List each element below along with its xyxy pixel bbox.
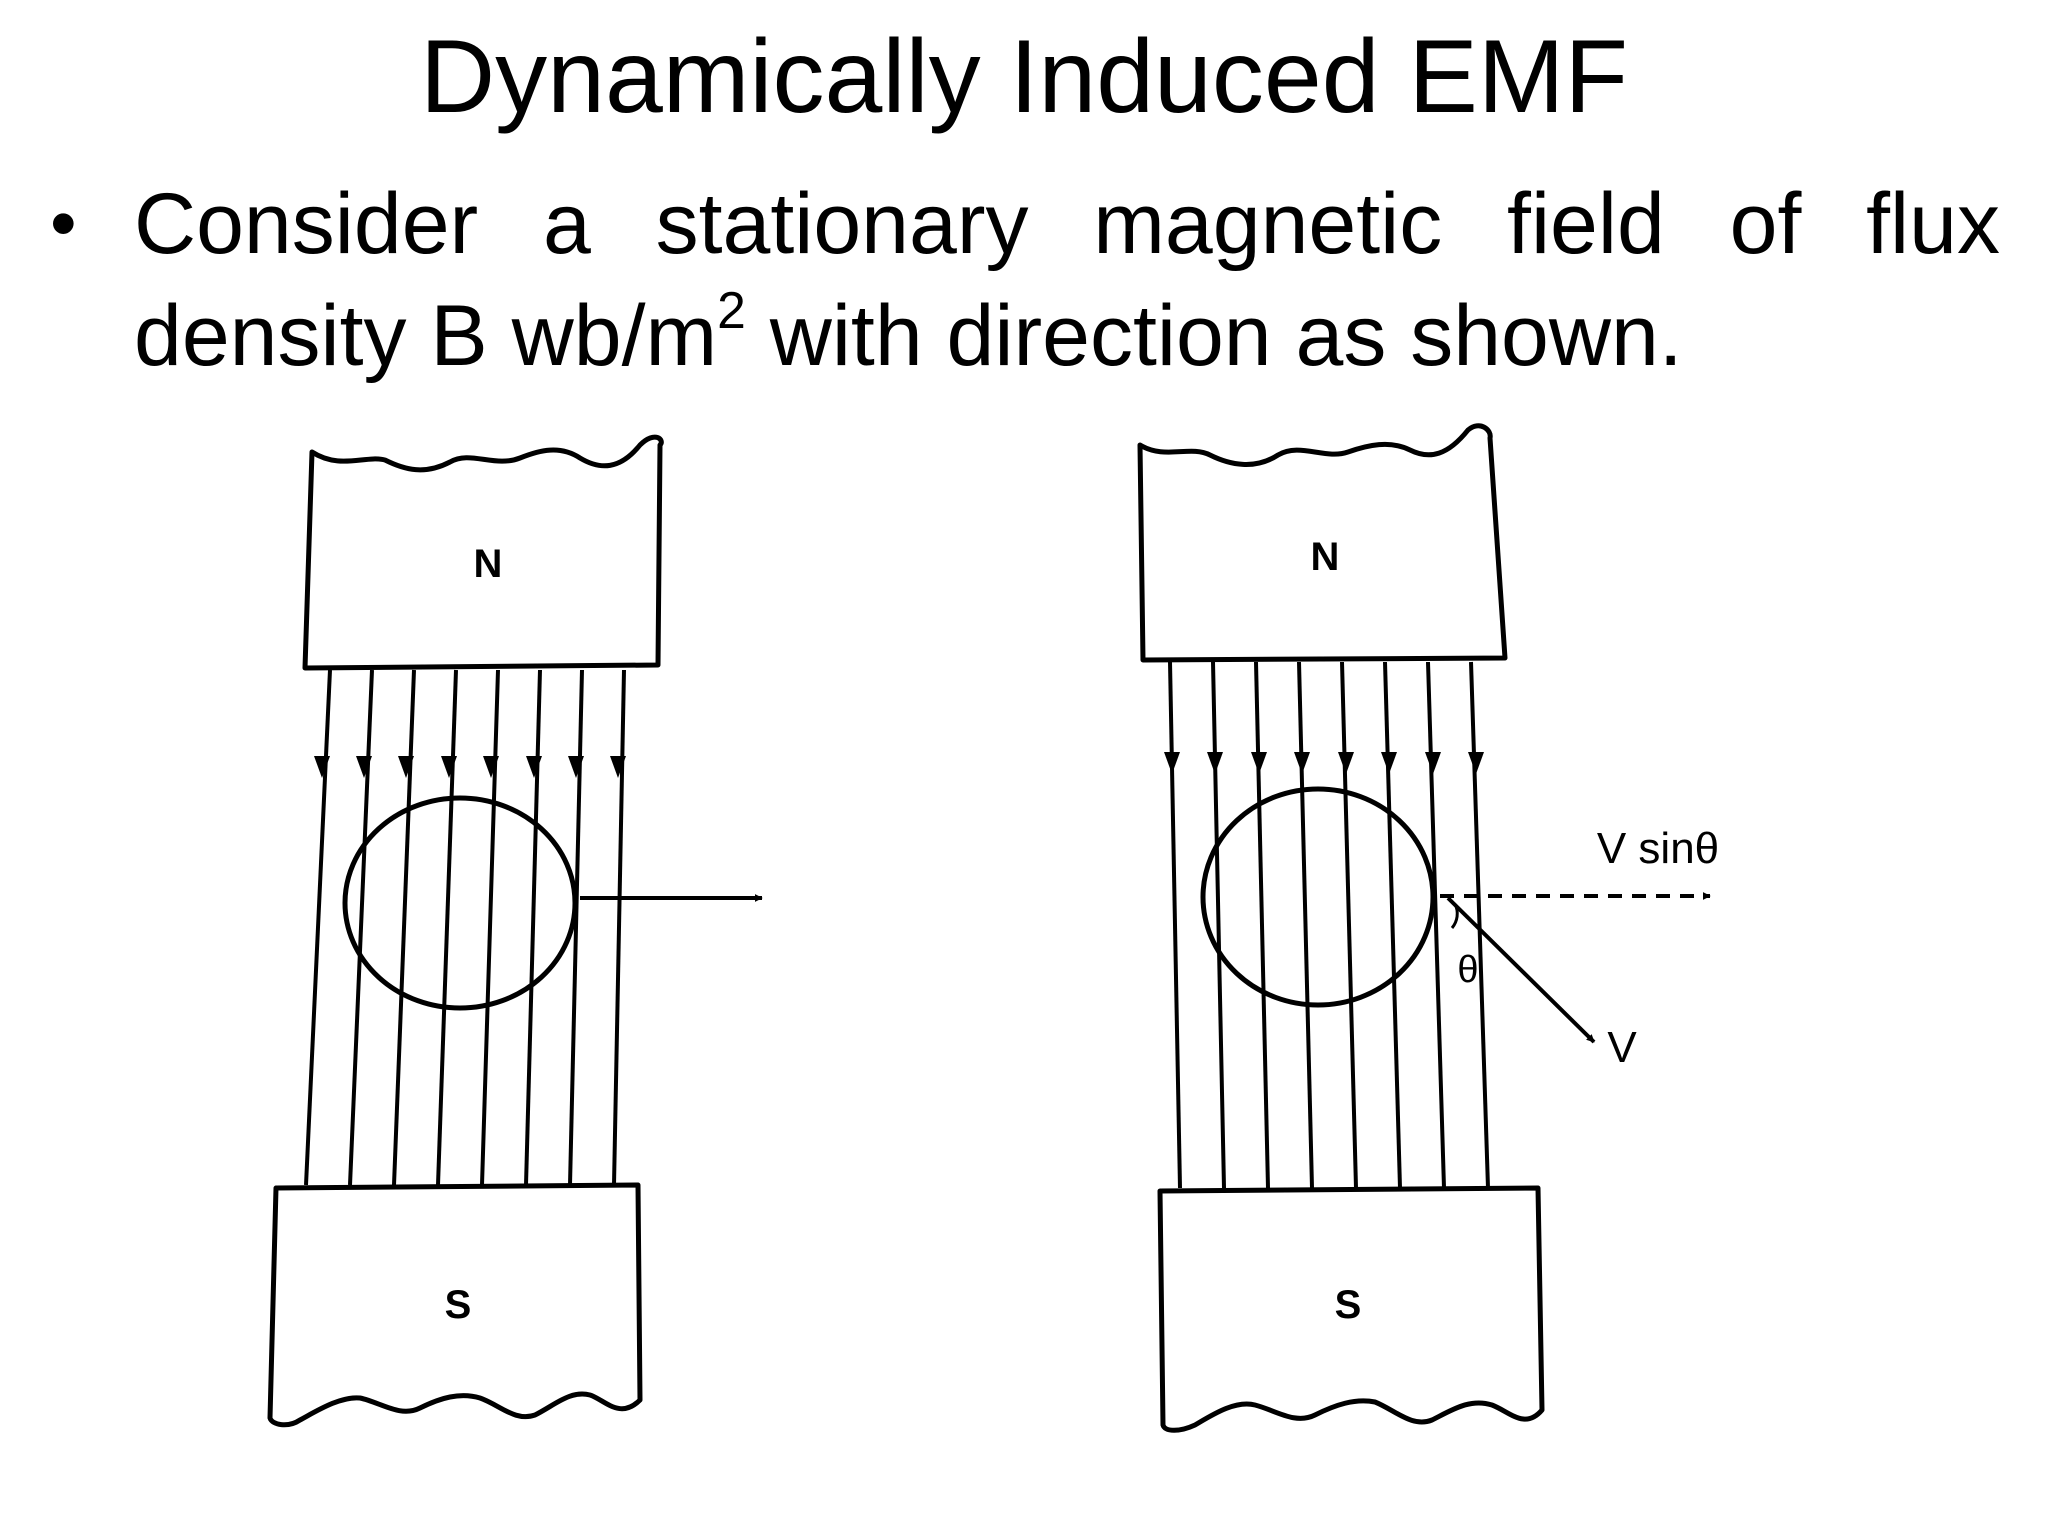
right-velocity-label: V <box>1607 1023 1637 1072</box>
left-conductor <box>342 795 578 1011</box>
right-north-magnet: N <box>1137 423 1508 663</box>
right-conductor <box>1200 786 1436 1008</box>
right-south-magnet: S <box>1157 1185 1545 1433</box>
right-angle-label: θ <box>1457 949 1478 991</box>
right-south-label: S <box>1335 1283 1362 1327</box>
left-field-lines <box>304 669 626 1186</box>
left-diagram: N S <box>267 434 763 1428</box>
left-north-magnet: N <box>302 434 664 671</box>
bullet-item: • Consider a stationary magnetic field o… <box>50 168 2000 392</box>
bullet-text: Consider a stationary magnetic field of … <box>134 168 2000 392</box>
right-angle-arc <box>1450 903 1459 929</box>
left-south-magnet: S <box>267 1182 643 1428</box>
right-field-arrowheads <box>1164 752 1484 774</box>
bullet-text-end: with direction as shown. <box>745 288 1683 384</box>
bullet-text-main: Consider a stationary magnetic field of … <box>134 176 2000 384</box>
right-velocity-arrow <box>1446 896 1596 1044</box>
right-field-lines <box>1168 661 1490 1189</box>
bullet-dot-icon: • <box>50 181 77 266</box>
left-south-label: S <box>445 1283 472 1327</box>
bullet-superscript: 2 <box>717 280 746 339</box>
right-component-label: V sinθ <box>1597 824 1719 873</box>
right-north-label: N <box>1311 535 1340 579</box>
right-diagram: N V sinθ V θ <box>1137 423 1719 1433</box>
slide-title: Dynamically Induced EMF <box>420 19 1628 135</box>
left-north-label: N <box>474 542 503 586</box>
left-field-arrowheads <box>314 756 626 778</box>
